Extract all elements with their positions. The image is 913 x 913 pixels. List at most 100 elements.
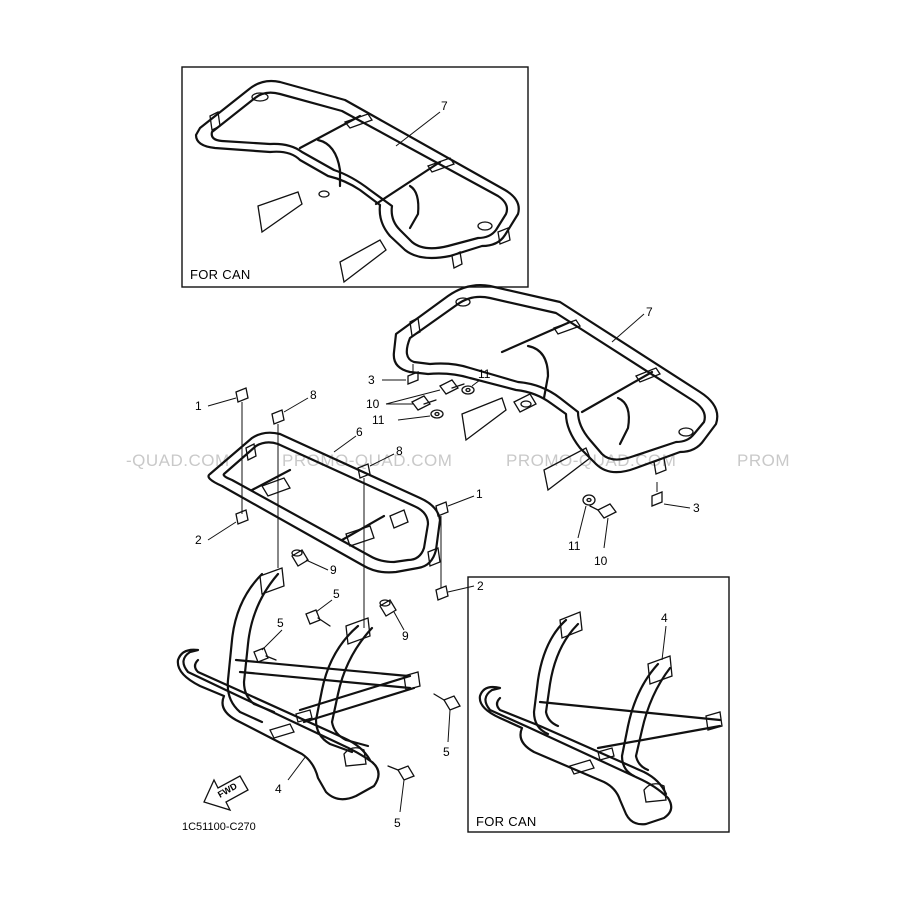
guard-skid xyxy=(569,759,595,775)
guard-upright xyxy=(532,618,568,736)
guard-crossbar xyxy=(298,674,412,712)
carrier-crossbar xyxy=(500,320,572,354)
fwd-arrow-icon: FWD xyxy=(203,775,249,812)
leader-line xyxy=(287,755,307,781)
callout-10-lower: 10 xyxy=(594,554,608,568)
callout-9-left: 9 xyxy=(330,563,337,577)
bottom-inset-caption: FOR CAN xyxy=(476,814,537,829)
top-inset: FOR CAN 7 xyxy=(181,66,529,288)
hex-bolt xyxy=(305,609,331,627)
carrier-bracket xyxy=(257,191,303,234)
guard-skid xyxy=(643,783,667,803)
guard-skid xyxy=(269,723,295,739)
carrier-tab xyxy=(451,251,463,269)
leader-line xyxy=(261,629,283,651)
flange-nut xyxy=(651,482,663,507)
carrier-bracket xyxy=(543,447,591,492)
leader-line xyxy=(207,397,237,407)
front-carrier xyxy=(207,431,442,574)
callout-7-top: 7 xyxy=(441,99,448,113)
leader-line xyxy=(397,415,431,421)
carrier-tube-inner xyxy=(210,91,509,250)
callout-4: 4 xyxy=(275,782,282,796)
carrier-crossbar-plate xyxy=(427,157,455,173)
guard-upright xyxy=(330,626,374,748)
carrier-bracket xyxy=(339,239,387,284)
leader-line xyxy=(447,495,475,507)
leader-line xyxy=(611,313,645,343)
callout-1-right: 1 xyxy=(476,487,483,501)
callout-5-a: 5 xyxy=(333,587,340,601)
guard-skid xyxy=(597,747,615,761)
guard-bracket xyxy=(559,611,583,639)
hex-bolt xyxy=(411,395,437,411)
callout-10-upper: 10 xyxy=(366,397,380,411)
carrier-crossbar xyxy=(250,468,292,492)
guard-upright xyxy=(544,622,580,728)
guard-bracket xyxy=(647,655,673,685)
leader-line xyxy=(447,585,475,593)
callout-7-main: 7 xyxy=(646,305,653,319)
flange-nut xyxy=(435,585,449,601)
carrier-tube-inner xyxy=(222,441,430,564)
guard-bracket xyxy=(259,567,285,595)
callout-1-left: 1 xyxy=(195,399,202,413)
guard-upright xyxy=(242,572,280,714)
rubber-damper xyxy=(291,549,309,567)
carrier-crossbar xyxy=(580,370,654,414)
washer xyxy=(461,385,475,395)
carrier-tab xyxy=(209,111,221,131)
carrier-bracket xyxy=(513,393,537,413)
carrier-mount-hole xyxy=(477,221,493,231)
hex-bolt xyxy=(387,765,415,781)
leader-line xyxy=(333,435,357,453)
leader-line xyxy=(207,521,237,541)
guard-bracket xyxy=(705,711,723,731)
carrier-crossbar-plate xyxy=(635,367,661,383)
guard-skid xyxy=(295,709,313,723)
guard-upright xyxy=(634,666,672,772)
callout-2-left: 2 xyxy=(195,533,202,547)
carrier-mount-hole xyxy=(520,400,532,408)
guard-upright xyxy=(620,662,660,778)
collar xyxy=(271,409,285,568)
carrier-tube-inner xyxy=(405,295,706,461)
carrier-tube-outer xyxy=(207,431,442,574)
watermark-text: PROM xyxy=(737,451,790,470)
guard-skid xyxy=(343,747,367,767)
watermark-text: PROMO-QUAD.COM xyxy=(282,451,452,470)
carrier-tab xyxy=(653,457,667,475)
callout-2-right: 2 xyxy=(477,579,484,593)
callout-8-left: 8 xyxy=(310,388,317,402)
carrier-crossbar-plate xyxy=(261,477,291,497)
flange-nut xyxy=(235,509,249,525)
hex-bolt xyxy=(435,501,449,588)
carrier-tube-outer xyxy=(392,284,719,474)
diagram-reference-code: 1C51100-C270 xyxy=(182,821,256,833)
rear-carrier xyxy=(392,284,719,492)
carrier-crossbar-plate xyxy=(343,113,373,129)
rubber-damper xyxy=(379,599,397,617)
washer xyxy=(430,409,444,419)
carrier-crossbar-plate xyxy=(389,509,409,529)
callout-5-b: 5 xyxy=(277,616,284,630)
callout-5-c: 5 xyxy=(443,745,450,759)
leader-line xyxy=(395,111,441,147)
carrier-mount-hole xyxy=(251,92,269,102)
carrier-tab xyxy=(409,317,421,337)
guard-crossbar xyxy=(302,686,416,724)
leader-line xyxy=(369,453,395,467)
carrier-crossbar-plate xyxy=(553,319,581,335)
callout-9-right: 9 xyxy=(402,629,409,643)
guard-upright xyxy=(226,572,264,724)
callout-11-upper: 11 xyxy=(478,367,491,381)
hex-bolt xyxy=(589,503,617,519)
leader-line xyxy=(471,379,481,387)
callout-5-d: 5 xyxy=(394,816,401,830)
front-hardware: 1 8 8 1 2 2 xyxy=(195,387,484,628)
leader-line xyxy=(661,625,667,661)
carrier-mount-hole xyxy=(318,190,330,198)
hex-bolt xyxy=(439,379,465,395)
